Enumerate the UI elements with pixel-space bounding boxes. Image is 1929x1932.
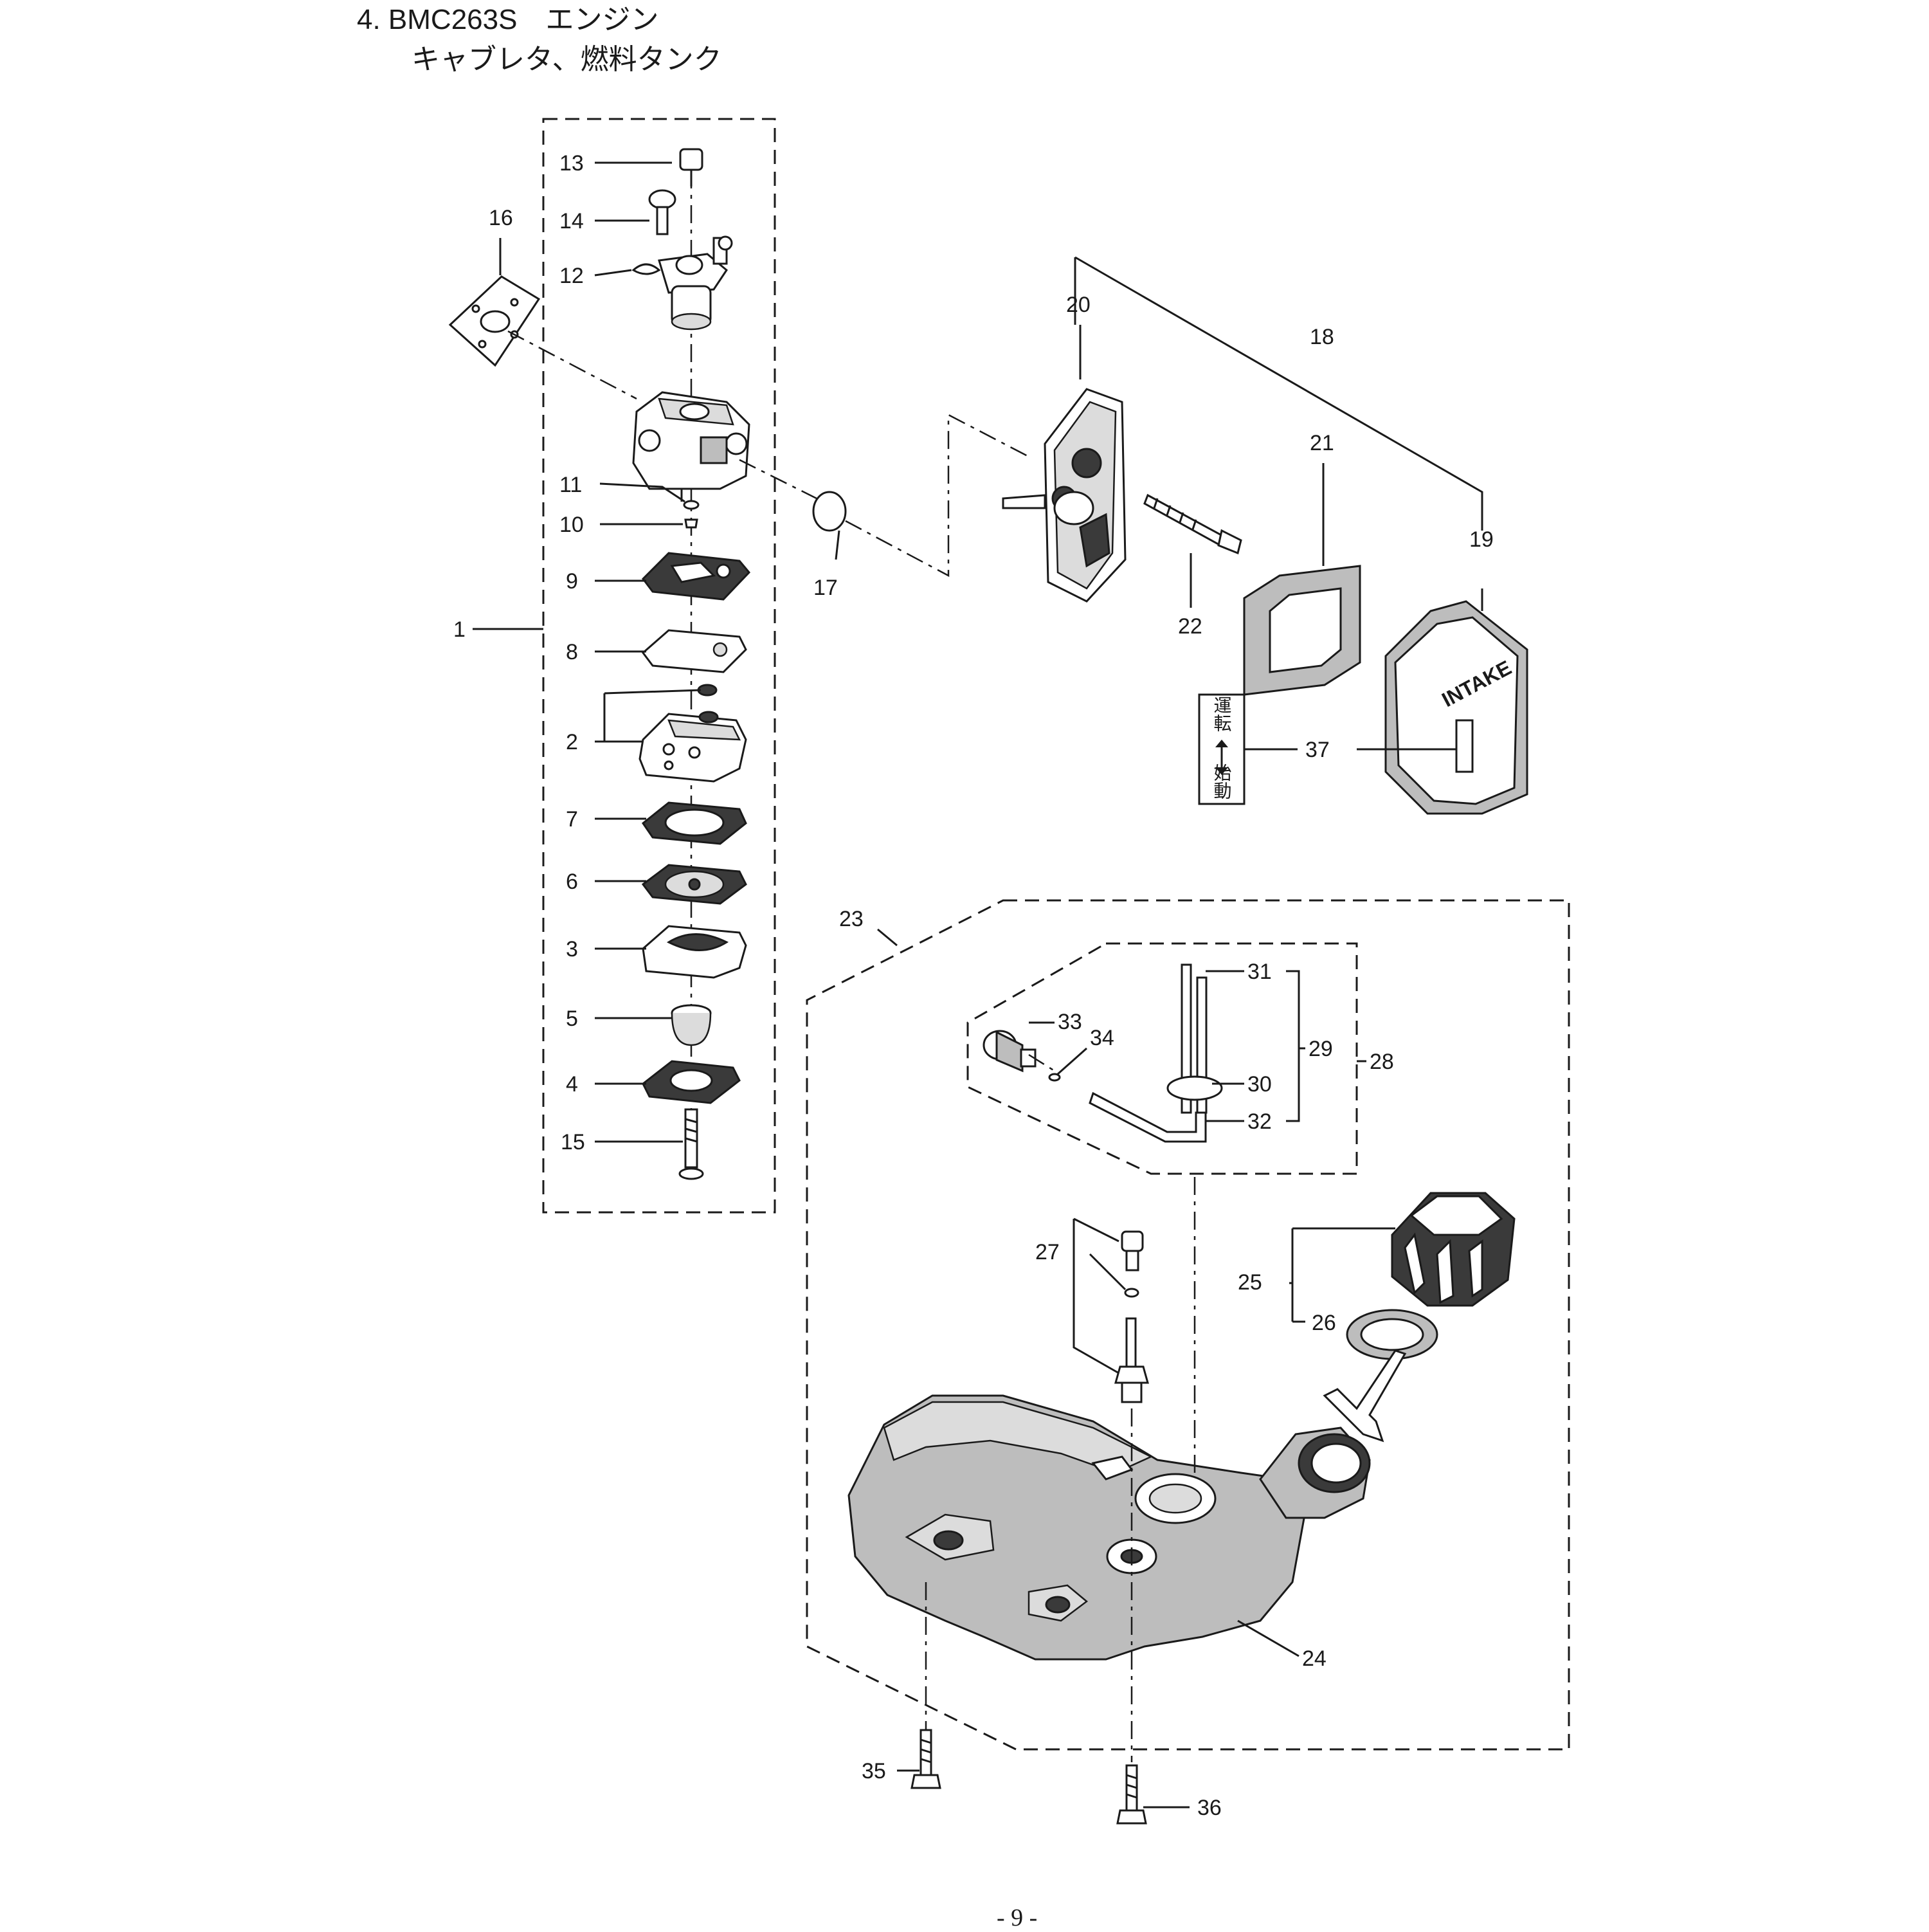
- tank-bolt-left-icon: [910, 1729, 941, 1789]
- callout-2: 2: [566, 730, 578, 754]
- start-run-sticker: 運転 始動: [1198, 693, 1245, 805]
- callout-13: 13: [559, 151, 584, 176]
- callout-8: 8: [566, 640, 578, 664]
- callout-labels: 1 2 3 4 5 6 7 8 9 10 11 12 13 14 15 16 1…: [453, 151, 1494, 1820]
- air-cleaner-base-icon: [1002, 388, 1127, 603]
- gasket-axis-line: [507, 330, 637, 400]
- throttle-screw-icon: [679, 148, 703, 187]
- callout-25: 25: [1238, 1270, 1262, 1295]
- callout-7: 7: [566, 807, 578, 832]
- sticker-top-text: 運転: [1212, 696, 1232, 732]
- primer-retainer-icon: [642, 1060, 741, 1104]
- callout-15: 15: [561, 1130, 585, 1154]
- callout-22: 22: [1178, 614, 1202, 639]
- callout-23: 23: [839, 907, 864, 931]
- carburetor-body-icon: [632, 391, 750, 502]
- pump-body-icon: [638, 684, 747, 783]
- long-screw-icon: [678, 1108, 704, 1180]
- inlet-needle-icon: [684, 518, 698, 529]
- page-number: - 9 -: [997, 1904, 1038, 1931]
- pump-gasket-icon: [642, 552, 751, 601]
- callout-14: 14: [559, 209, 584, 233]
- callout-36: 36: [1197, 1796, 1222, 1820]
- check-valve-icon: [1114, 1230, 1149, 1403]
- air-cleaner-group: INTAKE 運転 始動: [812, 256, 1528, 815]
- metering-cover-icon: [642, 925, 747, 979]
- callout-6: 6: [566, 870, 578, 894]
- callout-5: 5: [566, 1007, 578, 1031]
- callout-34: 34: [1090, 1026, 1114, 1050]
- callout-17: 17: [813, 576, 838, 600]
- mounting-screw-icon: [648, 189, 676, 235]
- carburetor-assembly-group: [448, 118, 817, 1214]
- title-line-1: 4. BMC263S エンジン: [357, 4, 659, 35]
- throttle-body-icon: [658, 235, 733, 331]
- callout-30: 30: [1247, 1072, 1272, 1097]
- callout-27: 27: [1035, 1240, 1060, 1264]
- callout-18: 18: [1310, 325, 1334, 349]
- callout-26: 26: [1312, 1311, 1336, 1335]
- title-line-2: キャブレタ、燃料タンク: [412, 44, 722, 75]
- fuel-tank-icon: [847, 1394, 1371, 1661]
- callout-37: 37: [1305, 738, 1330, 762]
- insulator-gasket-icon: [448, 275, 541, 367]
- callout-10: 10: [559, 513, 584, 537]
- cap-gasket-icon: [1346, 1309, 1438, 1360]
- callout-20: 20: [1066, 293, 1091, 317]
- callout-35: 35: [862, 1759, 886, 1783]
- callout-33: 33: [1058, 1010, 1082, 1034]
- callout-16: 16: [489, 206, 513, 230]
- cleaner-bolt-icon: [1143, 493, 1242, 555]
- metering-diaphragm-icon: [641, 864, 747, 905]
- fuel-pickup-group-outline: [966, 942, 1358, 1175]
- hose-clip-icon: [1048, 1073, 1061, 1082]
- callout-32: 32: [1247, 1109, 1272, 1134]
- fuel-cap-icon: [1391, 1192, 1516, 1307]
- callout-31: 31: [1247, 960, 1272, 984]
- page-title: 4. BMC263S エンジン キャブレタ、燃料タンク: [357, 0, 722, 80]
- callout-21: 21: [1310, 431, 1334, 455]
- callout-12: 12: [559, 264, 584, 288]
- carb-intake-axis-line: [739, 459, 817, 500]
- callout-29: 29: [1309, 1037, 1333, 1061]
- air-filter-element-icon: [1243, 565, 1361, 696]
- carburetor-group-outline: [542, 118, 776, 1214]
- callout-9: 9: [566, 569, 578, 594]
- fuel-tank-group-outline: [806, 899, 1570, 1751]
- primer-bulb-icon: [671, 1004, 712, 1046]
- needle-oring-icon: [683, 500, 700, 510]
- tank-bolt-right-icon: [1116, 1764, 1147, 1825]
- callout-1: 1: [453, 617, 466, 642]
- callout-19: 19: [1469, 527, 1494, 552]
- e-clip-icon: [631, 263, 661, 275]
- fuel-filter-icon: [983, 1030, 1037, 1073]
- intake-axis-line: [845, 413, 1029, 578]
- thin-gasket-icon: [641, 629, 747, 673]
- fuel-tank-group: [806, 899, 1570, 1825]
- callout-3: 3: [566, 937, 578, 961]
- metering-gasket-icon: [641, 801, 747, 845]
- fuel-pipes-icon: [1089, 963, 1223, 1143]
- sticker-bottom-text: 始動: [1212, 763, 1232, 799]
- callout-28: 28: [1370, 1050, 1394, 1074]
- callout-24: 24: [1302, 1646, 1327, 1671]
- callout-11: 11: [559, 473, 582, 497]
- callout-4: 4: [566, 1072, 578, 1097]
- cap-strap-icon: [1323, 1349, 1407, 1443]
- intake-oring-icon: [812, 491, 847, 532]
- air-cleaner-cover-icon: INTAKE: [1384, 600, 1528, 815]
